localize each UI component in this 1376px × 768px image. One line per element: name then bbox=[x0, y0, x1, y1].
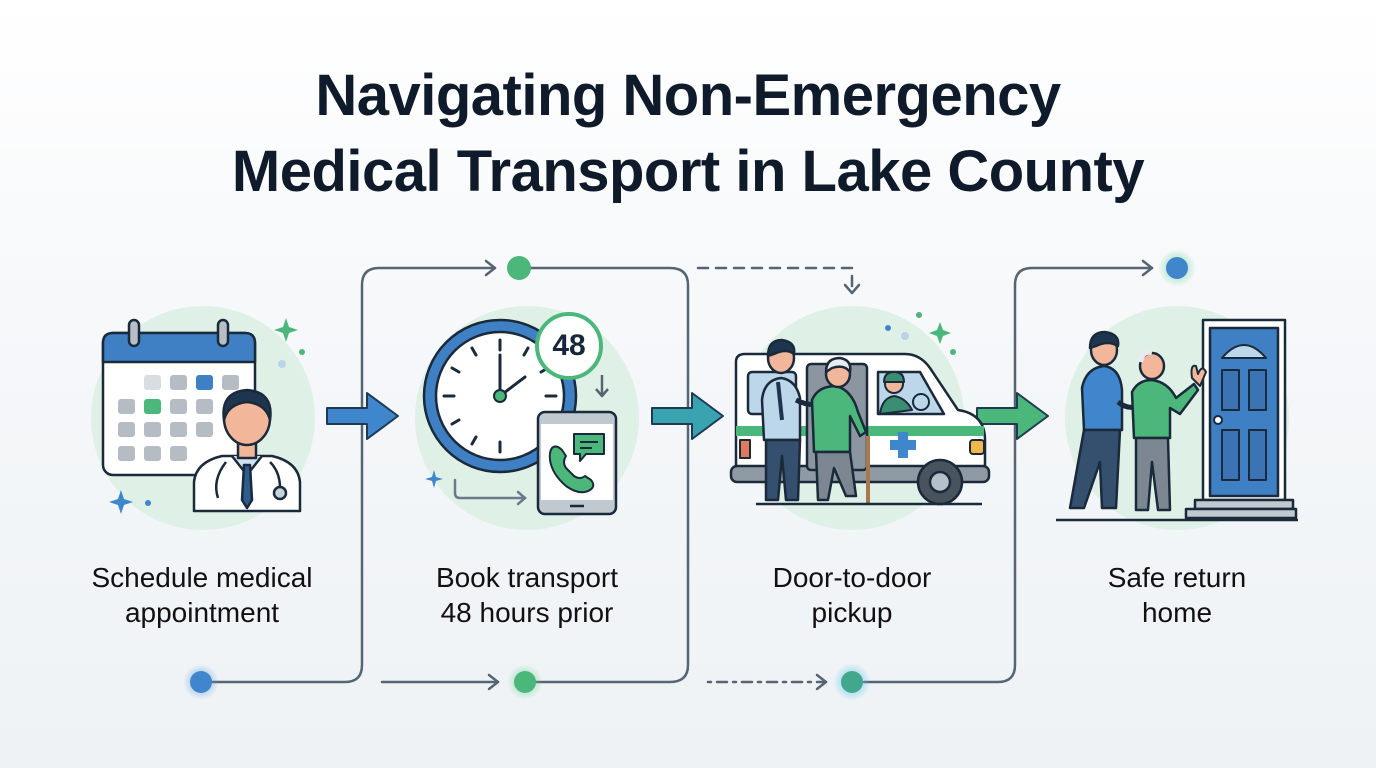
van-pickup-icon bbox=[729, 338, 991, 506]
hours-badge: 48 bbox=[535, 312, 603, 380]
sparkle-icon bbox=[885, 312, 956, 355]
step-label-1: Schedule medical appointment bbox=[62, 560, 342, 630]
sparkle-icon bbox=[425, 470, 443, 488]
step-4-line-1: Safe return bbox=[1107, 562, 1247, 593]
flow-nodes bbox=[183, 249, 1196, 701]
step-2-line-1: Book transport bbox=[435, 562, 619, 593]
step-arrow-2 bbox=[651, 392, 724, 440]
calendar-doctor-icon bbox=[101, 318, 302, 513]
step-4-line-2: home bbox=[1141, 597, 1213, 628]
step-1-line-1: Schedule medical bbox=[91, 562, 313, 593]
step-label-3: Door-to-door pickup bbox=[712, 560, 992, 630]
connector-lines bbox=[210, 259, 1154, 691]
step-2-line-2: 48 hours prior bbox=[440, 597, 614, 628]
step-3-line-1: Door-to-door bbox=[772, 562, 932, 593]
sparkle-icon bbox=[109, 490, 151, 514]
step-arrow-1 bbox=[326, 392, 399, 440]
home-door-icon bbox=[1056, 318, 1298, 522]
title-line-2: Medical Transport in Lake County bbox=[231, 139, 1145, 204]
step-3-line-2: pickup bbox=[811, 597, 893, 628]
title-line-1: Navigating Non-Emergency bbox=[315, 63, 1061, 128]
step-arrow-3 bbox=[976, 392, 1049, 440]
sparkle-icon bbox=[274, 318, 305, 368]
redirect-arrow-icon bbox=[453, 478, 527, 506]
step-label-2: Book transport 48 hours prior bbox=[387, 560, 667, 630]
page-title: Navigating Non-Emergency Medical Transpo… bbox=[0, 58, 1376, 210]
step-1-line-2: appointment bbox=[124, 597, 280, 628]
step-label-4: Safe return home bbox=[1037, 560, 1317, 630]
